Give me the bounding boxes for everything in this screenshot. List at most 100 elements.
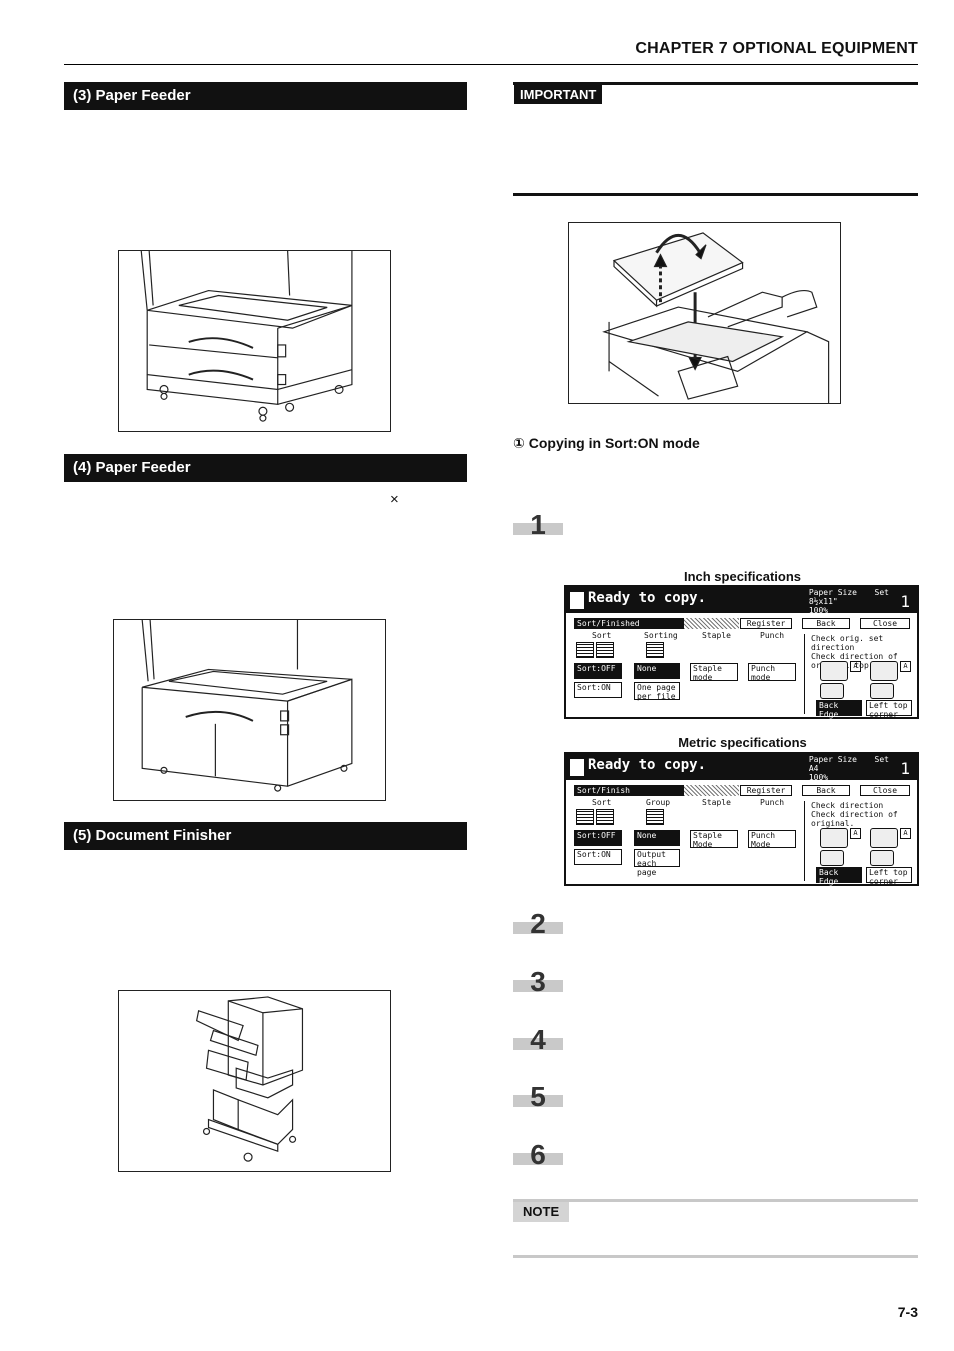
section-4-paper-feeder-title: (4) Paper Feeder: [64, 454, 467, 482]
step-5-marker: 5: [513, 1081, 563, 1112]
check-line-2: Check direction of: [811, 810, 898, 819]
inch-check-direction-text: Check orig. set direction Check directio…: [811, 634, 921, 670]
section-5-document-finisher-title: (5) Document Finisher: [64, 822, 467, 850]
metric-spec-label: Metric specifications: [678, 735, 807, 750]
panel-divider: [804, 801, 805, 881]
header-rule: [64, 64, 918, 65]
register-button[interactable]: Register: [740, 618, 792, 629]
check-line-3: original.: [811, 819, 855, 828]
note-label: NOTE: [513, 1202, 570, 1222]
check-line-3: original top side.: [811, 661, 898, 670]
sort-on-button[interactable]: Sort:ON: [574, 682, 622, 698]
orientation-icon-4: [870, 683, 894, 699]
orientation-back-icon[interactable]: [820, 661, 848, 681]
staple-column-label: Staple: [702, 631, 731, 640]
staple-mode-button[interactable]: Staple mode: [690, 663, 738, 682]
paper-feeder-4-illustration: [113, 619, 386, 801]
note-bottom-rule: [513, 1255, 918, 1258]
document-finisher-illustration: [118, 990, 391, 1172]
close-button[interactable]: Close: [860, 618, 910, 629]
orientation-icon-3: [820, 850, 844, 866]
step-6-number: 6: [530, 1139, 546, 1170]
original-placement-illustration: [568, 222, 841, 404]
punch-column-label: Punch: [760, 798, 785, 807]
step-6-marker: 6: [513, 1139, 563, 1170]
step-4-number: 4: [530, 1024, 546, 1055]
inch-spec-label: Inch specifications: [683, 569, 802, 584]
multiplication-sign: ×: [390, 491, 399, 508]
step-1-marker: 1: [513, 509, 563, 540]
title-hatch: [684, 618, 739, 629]
set-count: 1: [900, 759, 910, 778]
metric-check-direction-text: Check direction Check direction of origi…: [811, 801, 921, 828]
back-button[interactable]: Back: [802, 785, 850, 796]
zoom-value: 100%: [808, 773, 829, 782]
punch-mode-button[interactable]: Punch mode: [748, 663, 796, 682]
panel-divider: [804, 634, 805, 714]
sort-column-label: Sort: [592, 798, 612, 807]
group-column-label: Group: [646, 798, 671, 807]
sort-off-button[interactable]: Sort:OFF: [574, 663, 622, 679]
check-line-2: Check direction of: [811, 652, 898, 661]
step-1-number: 1: [530, 509, 546, 540]
step-2-marker: 2: [513, 908, 563, 939]
important-label: IMPORTANT: [514, 85, 603, 104]
set-label: Set: [874, 755, 889, 764]
step-5-number: 5: [530, 1081, 546, 1112]
inch-touch-panel: Ready to copy. Paper Size 8½x11" 100% Se…: [564, 585, 919, 719]
orientation-side-icon[interactable]: [870, 661, 898, 681]
paper-size-value: A4: [808, 764, 819, 773]
step-2-number: 2: [530, 908, 546, 939]
group-none-button[interactable]: None: [634, 830, 680, 846]
paper-feeder-3-illustration: [118, 250, 391, 432]
document-icon: [570, 759, 584, 776]
important-top-rule: [513, 82, 918, 85]
sort-off-button[interactable]: Sort:OFF: [574, 830, 622, 846]
punch-mode-button[interactable]: Punch Mode: [748, 830, 796, 849]
mode-title: Sort/Finished: [574, 618, 684, 629]
title-hatch: [684, 785, 739, 796]
one-page-per-file-button[interactable]: One page per file: [634, 682, 680, 701]
set-count: 1: [900, 592, 910, 611]
note-top-rule: [513, 1199, 918, 1202]
important-bottom-rule: [513, 193, 918, 196]
sort-on-button[interactable]: Sort:ON: [574, 849, 622, 865]
sort-stack-icon: [596, 642, 614, 658]
orientation-icon-3: [820, 683, 844, 699]
orientation-side-icon[interactable]: [870, 828, 898, 848]
step-4-marker: 4: [513, 1024, 563, 1055]
orientation-back-icon[interactable]: [820, 828, 848, 848]
sort-icon: [576, 809, 594, 825]
inch-status-bar: Ready to copy. Paper Size 8½x11" 100% Se…: [566, 587, 917, 615]
output-each-page-button[interactable]: Output each page: [634, 849, 680, 877]
back-edge-button[interactable]: Back Edge: [816, 700, 862, 719]
orientation-icon-4: [870, 850, 894, 866]
sorting-none-button[interactable]: None: [634, 663, 680, 679]
back-edge-button[interactable]: Back Edge: [816, 867, 862, 886]
mode-title: Sort/Finish: [574, 785, 684, 796]
paper-size-label: Paper Size: [808, 755, 857, 764]
document-icon: [570, 592, 584, 609]
sort-icon: [576, 642, 594, 658]
close-button[interactable]: Close: [860, 785, 910, 796]
orientation-a-icon-2: A: [900, 661, 911, 672]
section-3-paper-feeder-title: (3) Paper Feeder: [64, 82, 467, 110]
left-top-corner-button[interactable]: Left top corner: [866, 700, 912, 719]
metric-status-bar: Ready to copy. Paper Size A4 100% Set 1: [566, 754, 917, 782]
step-3-marker: 3: [513, 966, 563, 997]
set-label: Set: [874, 588, 889, 597]
orientation-a-icon: A: [850, 661, 861, 672]
register-button[interactable]: Register: [740, 785, 792, 796]
orientation-a-icon: A: [850, 828, 861, 839]
left-top-corner-button[interactable]: Left top corner: [866, 867, 912, 886]
page-number: 7-3: [897, 1304, 918, 1320]
check-line-1: Check direction: [811, 801, 884, 810]
metric-touch-panel: Ready to copy. Paper Size A4 100% Set 1 …: [564, 752, 919, 886]
inch-paper-info: Paper Size 8½x11" 100%: [809, 588, 857, 615]
sort-stack-icon: [596, 809, 614, 825]
paper-size-label: Paper Size: [808, 588, 857, 597]
sort-column-label: Sort: [592, 631, 612, 640]
punch-column-label: Punch: [760, 631, 785, 640]
staple-mode-button[interactable]: Staple Mode: [690, 830, 738, 849]
back-button[interactable]: Back: [802, 618, 850, 629]
